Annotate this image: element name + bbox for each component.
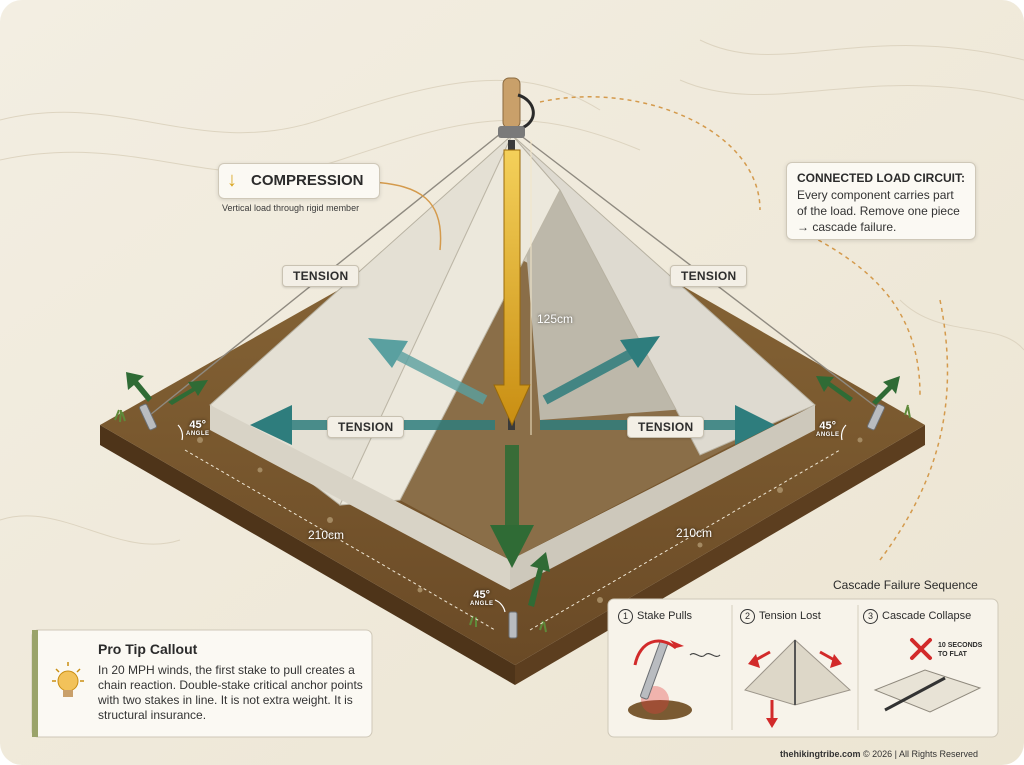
- anchor-arrow-center-down: [490, 445, 534, 568]
- topo-lines: [0, 39, 1024, 545]
- load-circuit-title: CONNECTED LOAD CIRCUIT:: [797, 171, 965, 185]
- side-length-left-label: 210cm: [308, 528, 345, 542]
- step-number-badge: 2: [740, 609, 755, 624]
- footer-credit: thehikingtribe.com © 2026 | All Rights R…: [780, 749, 978, 759]
- lightbulb-icon: [52, 662, 84, 697]
- pole-height-label: 125cm: [537, 312, 574, 326]
- anchor-arrow-front-up: [528, 552, 550, 607]
- anchor-arrow-left-2: [168, 380, 208, 405]
- time-note-line-2: TO FLAT: [938, 651, 967, 658]
- tent-skirt-left: [210, 405, 510, 590]
- pole-strap: [517, 93, 535, 130]
- compression-arrow: [493, 149, 531, 427]
- tension-label-upper-right: TENSION: [670, 265, 748, 287]
- cascade-step-1: 1 Stake Pulls: [618, 609, 692, 624]
- angle-value: 45°: [473, 589, 491, 601]
- load-circuit-callout: CONNECTED LOAD CIRCUIT: Every component …: [786, 162, 976, 240]
- compression-title: COMPRESSION: [251, 172, 364, 189]
- load-circuit-body: Every component carries part of the load…: [797, 188, 960, 234]
- cascade-title: Cascade Failure Sequence: [833, 578, 978, 592]
- anchor-arrow-right-1: [816, 376, 853, 402]
- angle-label-left: 45° ANGLE: [186, 419, 210, 438]
- down-arrow-icon: ↓: [227, 169, 237, 191]
- angle-label-front: 45° ANGLE: [470, 589, 494, 608]
- angle-label-right: 45° ANGLE: [816, 420, 840, 439]
- stake-pull-illustration: [628, 639, 721, 720]
- cascade-step-3: 3 Cascade Collapse: [863, 609, 971, 624]
- tent-wall-right: [511, 134, 816, 456]
- footer-site: thehikingtribe.com: [780, 749, 861, 759]
- compression-leader: [371, 181, 442, 251]
- side-length-right-label: 210cm: [676, 526, 713, 540]
- stake-right: [867, 403, 885, 431]
- footer-rights: © 2026 | All Rights Reserved: [860, 749, 979, 759]
- anchor-arrow-right-2: [872, 376, 900, 405]
- step-label: Cascade Collapse: [882, 610, 972, 622]
- pro-tip-panel: [31, 629, 373, 738]
- tension-label-left: TENSION: [327, 416, 405, 438]
- fail-x-icon: [910, 638, 932, 660]
- cascade-time-note: 10 SECONDS TO FLAT: [938, 641, 982, 659]
- pro-tip-body: In 20 MPH winds, the first stake to pull…: [98, 663, 363, 722]
- tension-lost-illustration: [744, 639, 852, 728]
- tension-arrow-upper-right: [542, 336, 660, 405]
- cascade-panel: [607, 598, 999, 738]
- step-label: Stake Pulls: [637, 610, 693, 622]
- angle-arcs: [177, 424, 847, 613]
- stake-left: [139, 403, 157, 431]
- step-number-badge: 3: [863, 609, 878, 624]
- stakes: [139, 403, 885, 639]
- pole-cap: [498, 126, 525, 138]
- load-circuit-path: [539, 96, 949, 561]
- angle-value: 45°: [189, 419, 207, 431]
- stake-front: [508, 611, 518, 639]
- step-label: Tension Lost: [759, 610, 821, 622]
- ground-side-left: [100, 425, 515, 685]
- collapse-illustration: [873, 638, 982, 713]
- time-note-line-1: 10 SECONDS: [938, 642, 983, 649]
- tension-label-right: TENSION: [627, 416, 705, 438]
- compression-callout: ↓ COMPRESSION: [218, 163, 380, 199]
- pro-tip-title: Pro Tip Callout: [98, 641, 198, 657]
- tent-skirt-right: [510, 405, 815, 590]
- anchor-arrow-left-1: [126, 372, 152, 402]
- angle-unit: ANGLE: [186, 431, 210, 437]
- angle-value: 45°: [819, 420, 837, 432]
- angle-unit: ANGLE: [816, 432, 840, 438]
- compression-caption: Vertical load through rigid member: [222, 203, 360, 213]
- tension-label-upper-left: TENSION: [282, 265, 360, 287]
- anchor-arrows: [126, 372, 900, 607]
- angle-unit: ANGLE: [470, 601, 494, 607]
- step-number-badge: 1: [618, 609, 633, 624]
- tension-arrow-upper-left: [368, 338, 488, 405]
- pole-handle: [502, 77, 521, 129]
- cascade-step-2: 2 Tension Lost: [740, 609, 821, 624]
